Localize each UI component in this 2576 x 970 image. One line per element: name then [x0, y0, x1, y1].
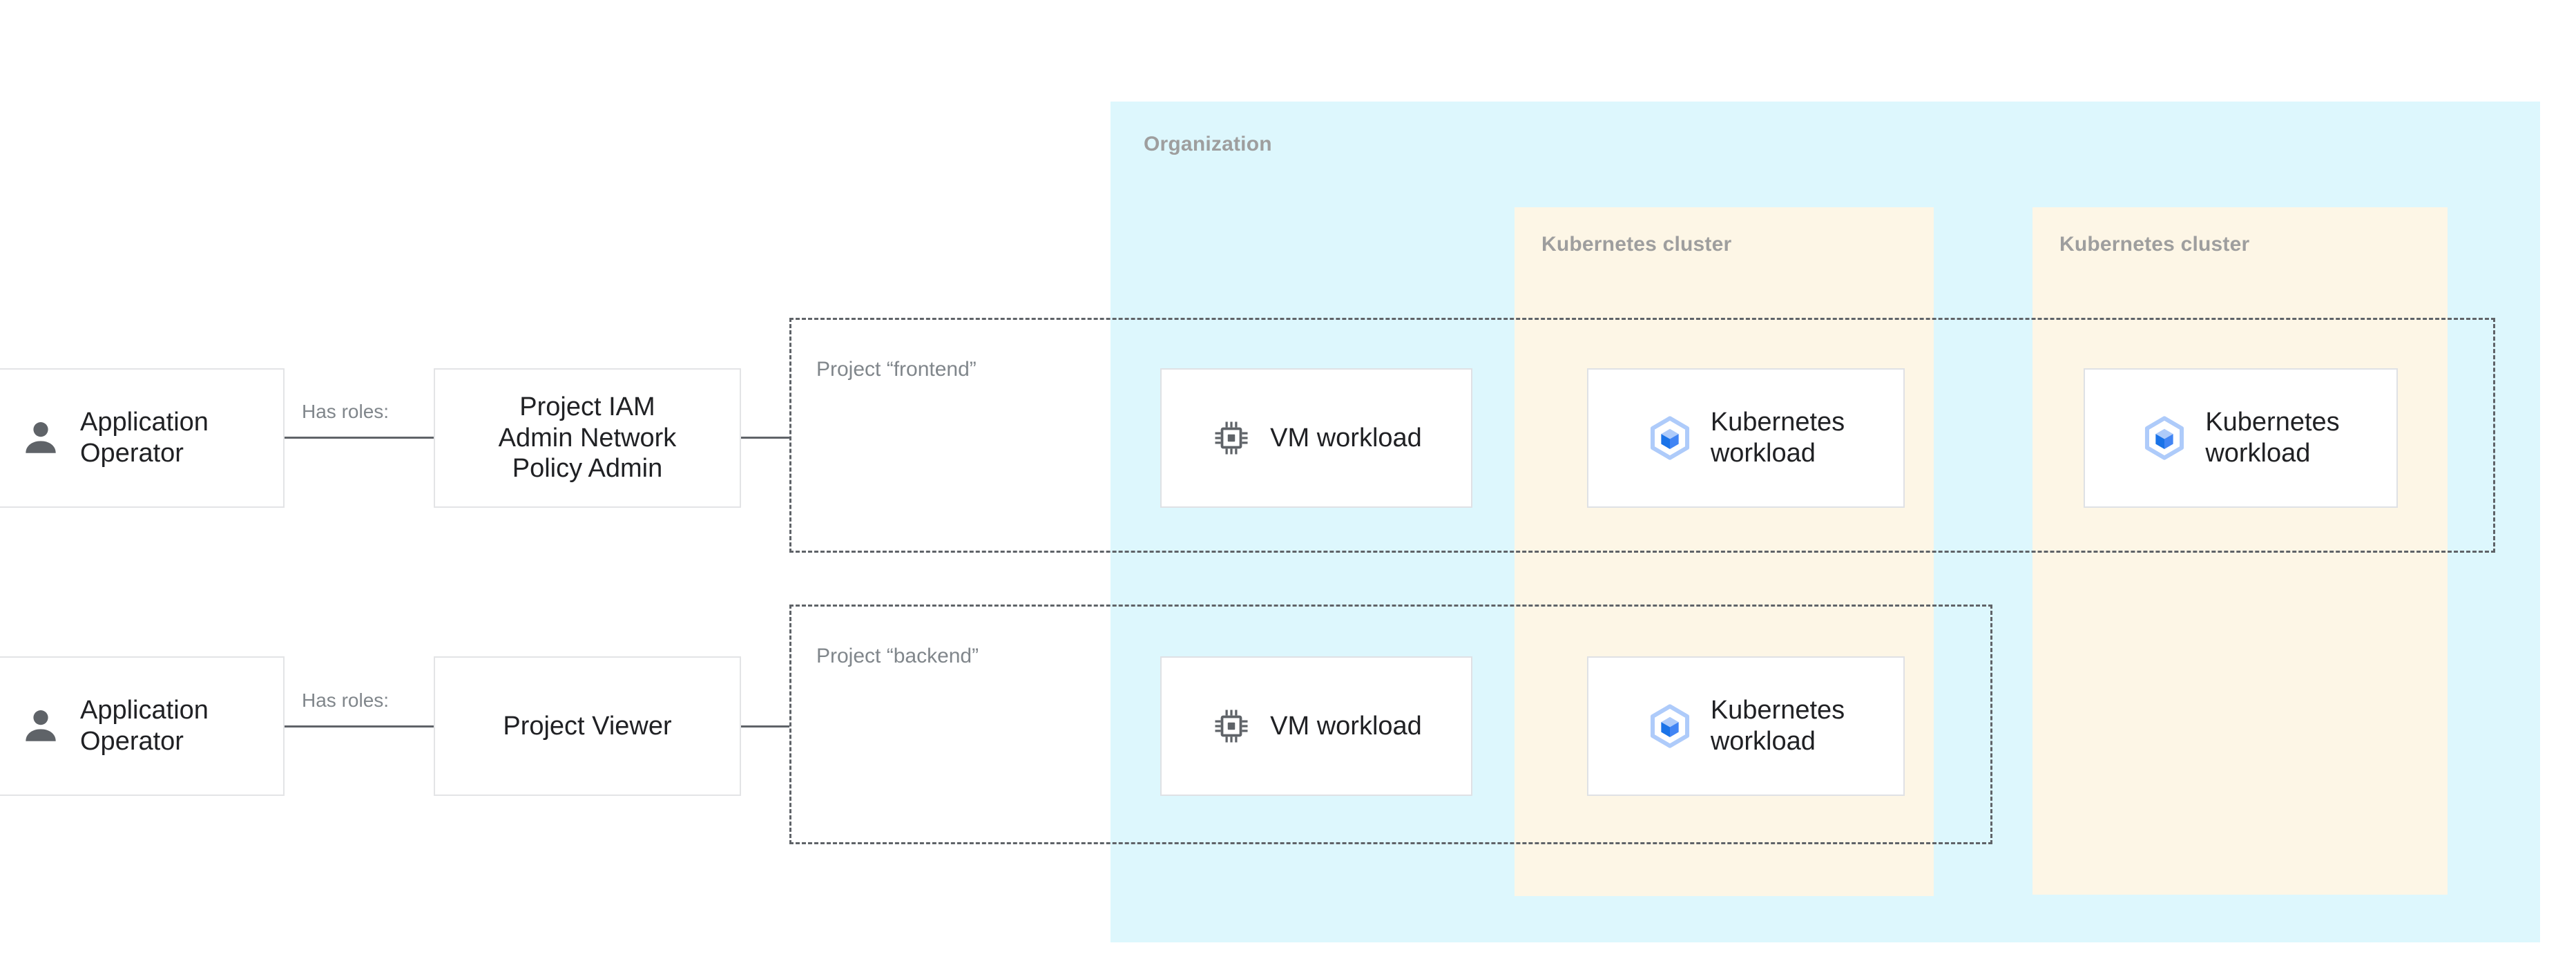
workload-card-vm-backend[interactable]: VM workload	[1160, 656, 1472, 796]
kubernetes-cluster-1-label: Kubernetes cluster	[1541, 233, 1732, 256]
connector-actor1-to-role1	[285, 437, 434, 439]
workload-label-k8s-frontend-1: Kubernetes workload	[1710, 408, 1845, 468]
project-frontend-label: Project “frontend”	[816, 358, 977, 381]
workload-label-vm-backend: VM workload	[1270, 711, 1422, 741]
connector-role1-to-project-frontend	[741, 437, 789, 439]
kubernetes-cube-icon	[2145, 416, 2184, 460]
kubernetes-cube-icon	[1650, 704, 1689, 748]
organization-label: Organization	[1144, 133, 1272, 155]
workload-label-k8s-backend-1: Kubernetes workload	[1710, 696, 1845, 756]
actor-content-2: Application Operator	[19, 695, 209, 757]
role-label-1: Project IAM Admin Network Policy Admin	[498, 392, 677, 484]
connector-actor2-to-role2	[285, 725, 434, 728]
workload-content-k8s-frontend-2: Kubernetes workload	[2142, 407, 2340, 469]
actor-content-1: Application Operator	[19, 407, 209, 469]
workload-card-kubernetes-frontend-cluster1[interactable]: Kubernetes workload	[1587, 368, 1905, 508]
workload-card-kubernetes-backend-cluster1[interactable]: Kubernetes workload	[1587, 656, 1905, 796]
cpu-chip-icon	[1215, 421, 1248, 455]
person-icon	[26, 710, 56, 741]
connector-role2-to-project-backend	[741, 725, 789, 728]
role-label-2: Project Viewer	[503, 711, 672, 741]
kubernetes-cube-icon	[1650, 416, 1689, 460]
project-backend-label: Project “backend”	[816, 645, 979, 667]
workload-content-vm-backend: VM workload	[1211, 705, 1422, 747]
workload-content-k8s-backend-1: Kubernetes workload	[1647, 695, 1845, 757]
edge-label-has-roles-1: Has roles:	[302, 401, 390, 422]
actor-label-2: Application Operator	[80, 696, 209, 756]
actor-application-operator-2[interactable]: Application Operator	[0, 656, 285, 796]
role-box-project-iam-admin-network-policy-admin[interactable]: Project IAM Admin Network Policy Admin	[434, 368, 741, 508]
kubernetes-cluster-2-label: Kubernetes cluster	[2059, 233, 2250, 256]
edge-label-has-roles-2: Has roles:	[302, 690, 390, 711]
actor-label-1: Application Operator	[80, 408, 209, 468]
project-frontend-container	[789, 318, 2495, 553]
workload-card-vm-frontend[interactable]: VM workload	[1160, 368, 1472, 508]
workload-content-k8s-frontend-1: Kubernetes workload	[1647, 407, 1845, 469]
workload-content-vm-frontend: VM workload	[1211, 417, 1422, 459]
cpu-chip-icon	[1215, 710, 1248, 743]
person-icon	[26, 422, 56, 453]
project-backend-container	[789, 605, 1992, 844]
workload-card-kubernetes-frontend-cluster2[interactable]: Kubernetes workload	[2084, 368, 2398, 508]
role-box-project-viewer[interactable]: Project Viewer	[434, 656, 741, 796]
workload-label-k8s-frontend-2: Kubernetes workload	[2205, 408, 2340, 468]
actor-application-operator-1[interactable]: Application Operator	[0, 368, 285, 508]
workload-label-vm-frontend: VM workload	[1270, 423, 1422, 453]
